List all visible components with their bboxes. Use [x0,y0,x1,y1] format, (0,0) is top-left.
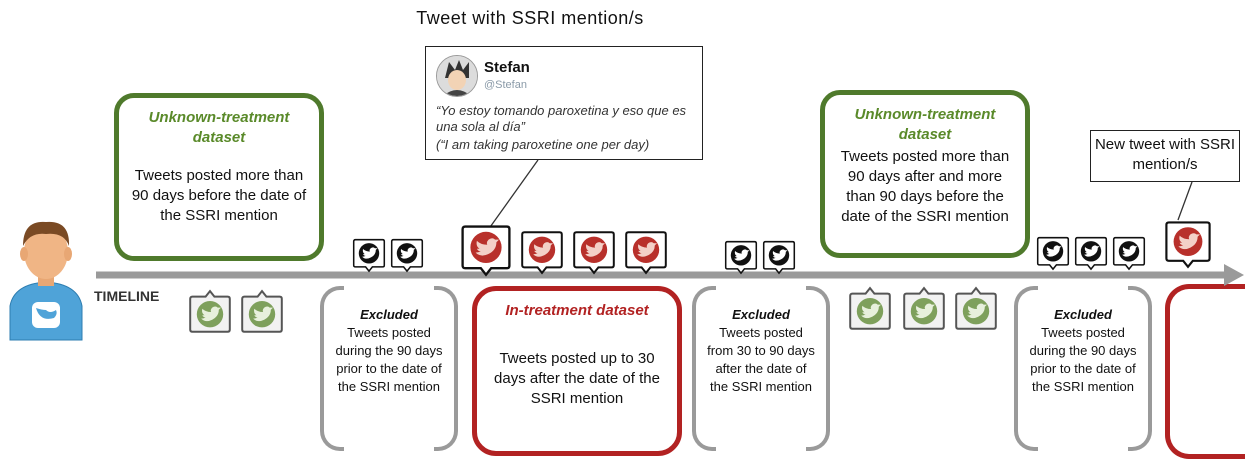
in-treatment-box: In-treatment dataset Tweets posted up to… [472,286,682,456]
new-tweet-connector [1177,181,1193,221]
excluded-box-2: Excluded Tweets posted from 30 to 90 day… [692,286,830,451]
unknown-before-title: Unknown-treatment dataset [148,109,290,146]
in-treatment-body: Tweets posted up to 30 days after the da… [494,350,660,407]
excluded-3-title: Excluded [1054,307,1112,322]
tweet-text-english: (“I am taking paroxetine one per day) [436,137,650,152]
tweet-with-ssri-label: Tweet with SSRI mention/s [416,8,644,28]
twitter-bird-bubble-icon [241,289,283,333]
excluded-box-1: Excluded Tweets posted during the 90 day… [320,286,458,451]
unknown-after-title: Unknown-treatment dataset [854,106,996,143]
new-tweet-label: New tweet with SSRI mention/s [1090,130,1240,182]
twitter-bird-bubble-icon [903,286,945,330]
tweet-user-name: Stefan [484,59,530,76]
twitter-bird-bubble-icon [849,286,891,330]
excluded-1-body: Tweets posted during the 90 days prior t… [335,325,443,394]
twitter-bird-bubble-icon [461,225,511,277]
character-avatar-icon [437,56,477,96]
twitter-bird-bubble-icon [352,238,386,273]
unknown-treatment-before-box: Unknown-treatment dataset Tweets posted … [114,93,324,261]
excluded-1-title: Excluded [360,307,418,322]
stefan-avatar [436,55,478,97]
twitter-bird-bubble-icon [625,231,667,275]
bracket-right [806,286,830,451]
excluded-3-body: Tweets posted during the 90 days prior t… [1029,325,1137,394]
twitter-bird-bubble-icon [573,231,615,275]
twitter-bird-bubble-icon [955,286,997,330]
excluded-2-title: Excluded [732,307,790,322]
tweet-text-spanish: “Yo estoy tomando paroxetina y eso que e… [436,103,687,134]
unknown-treatment-after-box: Unknown-treatment dataset Tweets posted … [820,90,1030,258]
bracket-right [434,286,458,451]
arrow-head-icon [1224,264,1244,286]
twitter-bird-bubble-icon [1036,236,1070,271]
bracket-right [1128,286,1152,451]
bracket-left [320,286,344,451]
unknown-after-body: Tweets posted more than 90 days after an… [840,148,1010,225]
user-with-twitter-shirt-icon [9,221,83,341]
tweet-user-handle: @Stefan [484,79,527,91]
twitter-bird-bubble-icon [1112,236,1146,271]
twitter-bird-bubble-icon [390,238,424,273]
tweet-card-connector [487,159,539,231]
timeline-label: TIMELINE [94,288,160,304]
unknown-before-body: Tweets posted more than 90 days before t… [131,167,307,224]
twitter-bird-bubble-icon [1165,221,1211,269]
twitter-bird-bubble-icon [189,289,231,333]
tweet-card: Stefan @Stefan “Yo estoy tomando paroxet… [425,46,703,160]
twitter-bird-bubble-icon [724,240,758,275]
in-treatment-title: In-treatment dataset [505,302,649,319]
twitter-bird-bubble-icon [1074,236,1108,271]
excluded-2-body: Tweets posted from 30 to 90 days after t… [707,325,815,394]
excluded-box-3: Excluded Tweets posted during the 90 day… [1014,286,1152,451]
bracket-left [1014,286,1038,451]
twitter-bird-bubble-icon [521,231,563,275]
twitter-bird-bubble-icon [762,240,796,275]
bracket-left [692,286,716,451]
